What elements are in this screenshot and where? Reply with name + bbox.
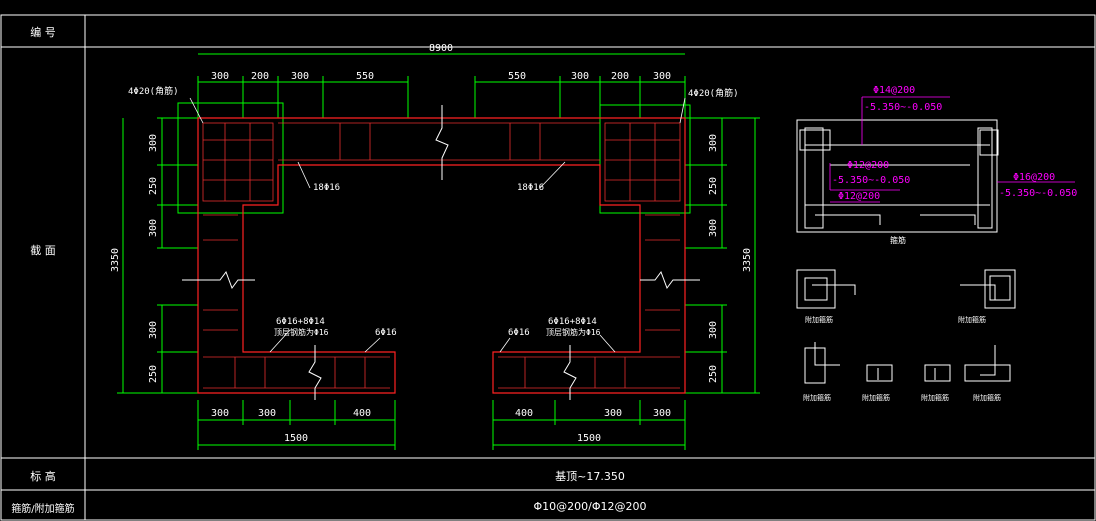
fig-a: 附加箍筋 [805,315,833,324]
fig-d: 附加箍筋 [862,393,890,402]
left-dim-1: 300 [148,134,159,152]
left-dim-2: 250 [148,177,159,195]
bottom-total-left: 1500 [284,433,308,444]
detail-leaders [829,96,1075,203]
row-elevation-label: 标 高 [30,470,56,483]
stirrup-detail [796,119,999,233]
top-dim-3: 300 [291,71,309,82]
top-dim-6: 300 [571,71,589,82]
top-dim-7: 200 [611,71,629,82]
bottom-total-right: 1500 [577,433,601,444]
corner-bar-left: 4Φ20(角筋) [128,85,179,97]
right-dim-3: 300 [708,219,719,237]
detail-mid-label-3: Φ12@200 [838,191,880,202]
detail-right-label-1: Φ16@200 [1013,172,1055,183]
rebar-pattern [202,122,681,389]
row-stirrup-label: 箍筋/附加箍筋 [11,504,75,515]
bottom-dim-4: 400 [515,408,533,419]
bottom-dim-6: 300 [653,408,671,419]
leg-bar-left-b: 顶层钢筋为Φ16 [274,327,329,337]
bottom-dim-2: 300 [258,408,276,419]
detail-caption: 箍筋 [890,235,906,245]
bottom-dim-1: 300 [211,408,229,419]
left-dim-5: 250 [148,365,159,383]
top-dim-4: 550 [356,71,374,82]
row-section-label: 截 面 [30,244,56,257]
right-dim-2: 250 [708,177,719,195]
elevation-value: 基顶~17.350 [555,470,625,483]
section-outline [197,117,686,394]
detail-mid-label-1: Φ12@200 [847,160,889,171]
leg-bar-right-b: 顶层钢筋为Φ16 [546,327,601,337]
right-dim-5: 250 [708,365,719,383]
leg-bar-right-a: 6Φ16+8Φ14 [548,317,597,327]
leg-bar-left-a: 6Φ16+8Φ14 [276,317,325,327]
right-dim-1: 300 [708,134,719,152]
right-dim-4: 300 [708,321,719,339]
detail-top-label-1: Φ14@200 [873,85,915,96]
bottom-dim-5: 300 [604,408,622,419]
stirrup-value: Φ10@200/Φ12@200 [533,500,647,513]
break-lines [182,105,700,400]
leg-bar-left-c: 6Φ16 [375,328,397,338]
top-bar-right: 18Φ16 [517,183,544,193]
top-dim-8: 300 [653,71,671,82]
height-left: 3350 [110,248,121,272]
fig-f: 附加箍筋 [973,393,1001,402]
top-dim-5: 550 [508,71,526,82]
left-dim-4: 300 [148,321,159,339]
top-dim-1: 300 [211,71,229,82]
detail-top-label-2: -5.350~-0.050 [864,102,942,113]
detail-right-label-2: -5.350~-0.050 [999,188,1077,199]
fig-b: 附加箍筋 [958,315,986,324]
top-dim-2: 200 [251,71,269,82]
top-bar-left: 18Φ16 [313,183,340,193]
row-number-label: 编 号 [30,26,56,39]
detail-mid-label-2: -5.350~-0.050 [832,175,910,186]
fig-c: 附加箍筋 [803,393,831,402]
overall-width: 8900 [429,43,453,54]
leg-bar-right-c: 6Φ16 [508,328,530,338]
dimension-lines [117,53,760,450]
height-right: 3350 [742,248,753,272]
bottom-dim-3: 400 [353,408,371,419]
fig-e: 附加箍筋 [921,393,949,402]
left-dim-3: 300 [148,219,159,237]
corner-bar-right: 4Φ20(角筋) [688,87,739,99]
